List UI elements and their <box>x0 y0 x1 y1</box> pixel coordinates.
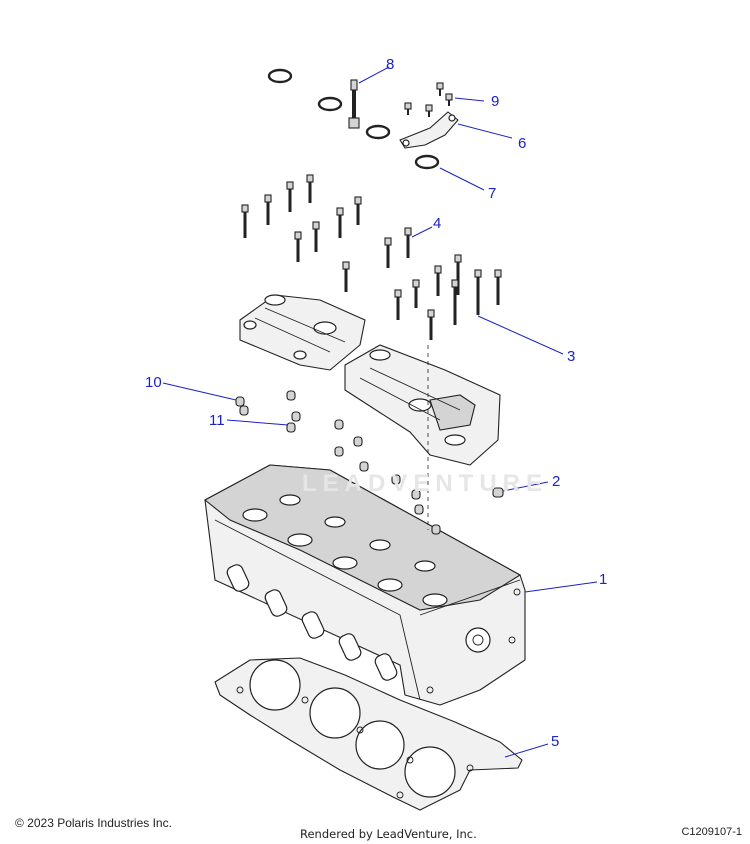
callout-11: 11 <box>209 412 225 429</box>
callouts: 1 2 3 4 5 6 7 8 9 10 11 <box>145 56 607 750</box>
callout-4: 4 <box>433 215 441 232</box>
figure-id: C1209107-1 <box>681 826 742 838</box>
head-gasket <box>214 657 523 811</box>
callout-1: 1 <box>599 571 607 588</box>
cylinder-head <box>204 464 526 706</box>
intake-ports <box>226 564 398 681</box>
rendered-by-text: Rendered by LeadVenture, Inc. <box>300 827 477 841</box>
leadventure-watermark: LEADVENTURE <box>302 470 549 497</box>
copyright-text: © 2023 Polaris Industries Inc. <box>15 816 172 830</box>
top-o-rings <box>267 68 440 170</box>
callout-9: 9 <box>491 93 499 110</box>
callout-8: 8 <box>386 56 394 73</box>
camshaft-carrier-right <box>344 344 501 466</box>
callout-2: 2 <box>552 473 560 490</box>
callout-3: 3 <box>567 348 575 365</box>
sensor-stem <box>348 79 360 129</box>
bracket <box>399 111 459 149</box>
cam-bearing-seats <box>242 494 448 607</box>
small-screws <box>404 82 453 117</box>
camshaft-carrier-left <box>239 294 366 371</box>
short-bolts <box>241 174 412 292</box>
callout-5: 5 <box>551 733 559 750</box>
leader-lines <box>162 66 598 758</box>
callout-6: 6 <box>518 135 526 152</box>
callout-7: 7 <box>488 185 496 202</box>
callout-10: 10 <box>145 374 162 391</box>
dowels-and-seals <box>235 390 504 535</box>
long-bolts <box>394 254 502 340</box>
